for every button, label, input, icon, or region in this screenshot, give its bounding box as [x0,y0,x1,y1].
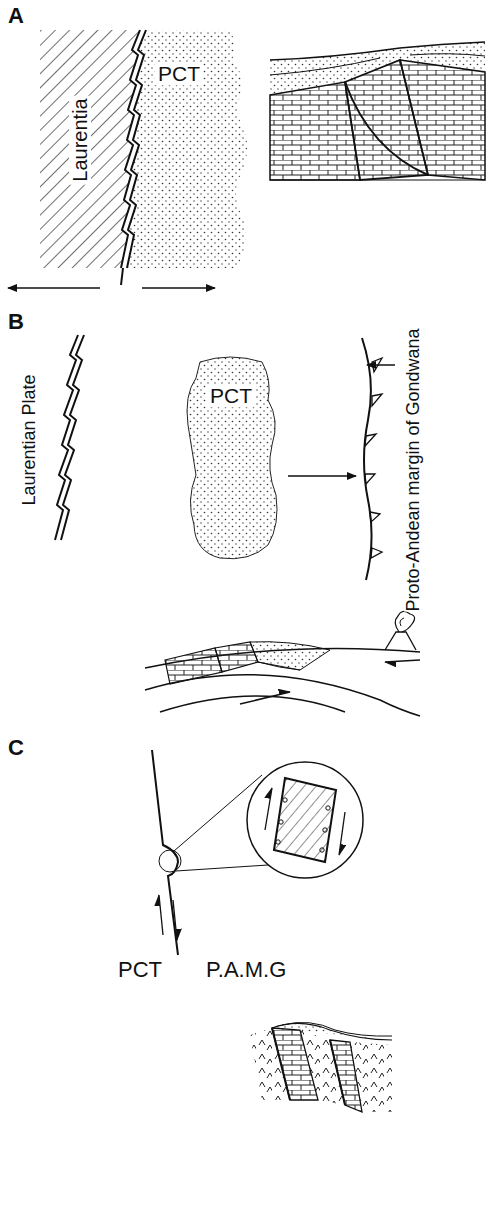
margin-label: P.A.M.G [206,958,286,982]
terrane-label: PCT [118,958,162,982]
terrane-region: PCT [148,56,210,92]
plate-label: Laurentian Plate [20,374,40,505]
panel-letter: A [8,4,24,28]
region-name: Laurentia [69,95,91,184]
craton-region: Laurentia [45,70,115,210]
terrane-block: PCT [200,378,262,414]
region-name: PCT [155,62,203,85]
panel-letter: B [8,310,24,334]
region-name: PCT [207,384,255,407]
panel-letter: C [8,736,24,760]
margin-label: Proto-Andean margin of Gondwana [404,328,424,611]
